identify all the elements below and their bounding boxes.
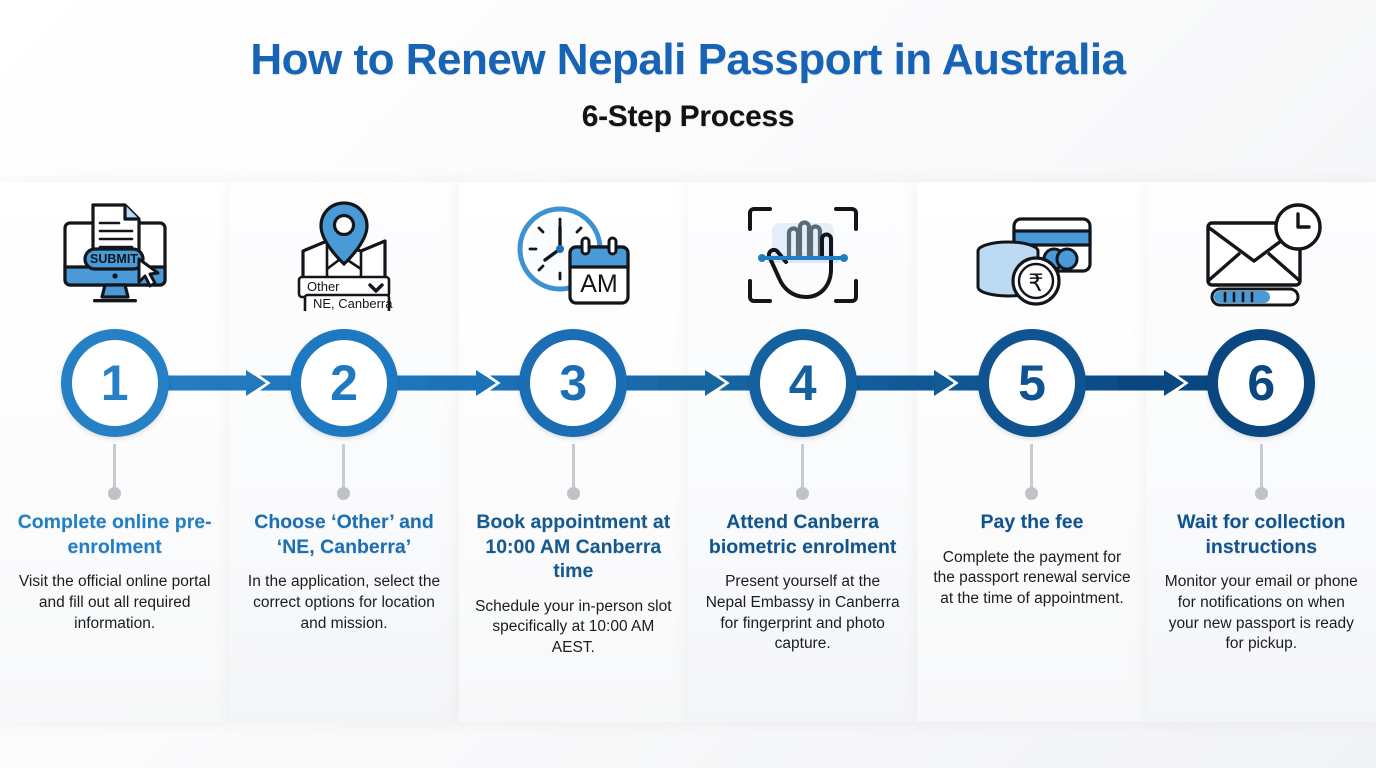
arrowhead-icon-4: [934, 368, 959, 398]
stem-dot: [796, 487, 810, 500]
step-title-2: Choose ‘Other’ and ‘NE, Canberra’: [254, 511, 434, 558]
step-column-2: Other NE, Canberra 2 Choose ‘Other’ and …: [199, 182, 501, 722]
step-number-circle-4[interactable]: 4: [748, 329, 857, 437]
stem-line: [571, 444, 575, 489]
step-text-5: Pay the fee Complete the payment for the…: [917, 504, 1146, 610]
step-text-2: Choose ‘Other’ and ‘NE, Canberra’ In the…: [229, 504, 458, 634]
stem-connector-2: [229, 444, 458, 504]
step-circle-row-1: 1: [0, 322, 271, 444]
step-number-6: 6: [1247, 355, 1276, 411]
chevron-down-icon: [368, 283, 384, 293]
stem-line: [113, 444, 117, 489]
step-column-5: ₹ 5 Pay the fee Complete the payment for…: [887, 182, 1189, 722]
hand-biometric-scan-icon: [688, 182, 917, 322]
step-title-5: Pay the fee: [980, 511, 1084, 533]
step-desc-1: Visit the official online portal and fil…: [18, 573, 211, 632]
step-number-circle-1[interactable]: 1: [60, 329, 169, 437]
calendar-am-label: AM: [581, 270, 619, 298]
step-column-3: AM 3 Book appointment at 10:00 AM Canber…: [428, 182, 730, 722]
step-title-1: Complete online pre-enrolment: [17, 511, 212, 558]
step-circle-row-3: 3: [428, 322, 730, 444]
step-column-6: 6 Wait for collection instructions Monit…: [1116, 182, 1376, 722]
stem-line: [342, 444, 346, 489]
coins-card-payment-icon: ₹: [917, 182, 1146, 322]
monitor-submit-icon: SUBMIT: [0, 182, 229, 322]
step-column-1: SUBMIT 1 Complete online pre-enrolment V…: [0, 182, 271, 722]
stem-connector-5: [917, 444, 1146, 504]
stem-connector-1: [0, 444, 229, 504]
stem-line: [1259, 444, 1263, 489]
step-number-circle-3[interactable]: 3: [519, 329, 628, 437]
page-subtitle: 6-Step Process: [581, 99, 795, 133]
step-column-4: 4 Attend Canberra biometric enrolment Pr…: [657, 182, 959, 722]
step-text-1: Complete online pre-enrolment Visit the …: [0, 504, 229, 634]
rupee-currency-symbol: ₹: [1028, 270, 1043, 297]
step-number-circle-5[interactable]: 5: [977, 329, 1086, 437]
stem-connector-4: [688, 444, 917, 504]
step-circle-row-4: 4: [657, 322, 959, 444]
step-number-2: 2: [330, 355, 358, 411]
stem-dot: [566, 487, 580, 500]
stem-dot: [1025, 487, 1039, 500]
step-circle-row-5: 5: [887, 322, 1189, 444]
process-steps: SUBMIT 1 Complete online pre-enrolment V…: [0, 182, 1376, 722]
stem-line: [1030, 444, 1034, 489]
step-number-circle-6[interactable]: 6: [1207, 329, 1316, 437]
dropdown-selected-value: Other: [307, 279, 340, 294]
step-title-4: Attend Canberra biometric enrolment: [708, 511, 897, 558]
step-title-3: Book appointment at 10:00 AM Canberra ti…: [476, 511, 671, 583]
page-title: How to Renew Nepali Passport in Australi…: [250, 35, 1126, 84]
step-number-1: 1: [100, 355, 129, 411]
step-desc-5: Complete the payment for the passport re…: [933, 548, 1131, 608]
stem-dot: [108, 487, 122, 500]
infographic-header: How to Renew Nepali Passport in Australi…: [0, 0, 1376, 134]
stem-dot: [1254, 487, 1268, 500]
step-title-6: Wait for collection instructions: [1177, 511, 1346, 558]
arrowhead-icon-2: [475, 368, 501, 398]
step-number-3: 3: [559, 355, 588, 411]
step-desc-6: Monitor your email or phone for notifica…: [1164, 573, 1358, 653]
arrowhead-icon-3: [704, 368, 730, 398]
step-circle-row-6: 6: [1116, 322, 1376, 444]
stem-dot: [337, 487, 351, 500]
submit-button-label: SUBMIT: [90, 252, 138, 266]
step-number-circle-2[interactable]: 2: [289, 329, 398, 437]
arrowhead-icon-1: [246, 368, 271, 398]
step-desc-2: In the application, select the correct o…: [247, 573, 441, 632]
envelope-clock-progress-icon: [1147, 182, 1376, 322]
stem-connector-6: [1147, 444, 1376, 504]
stem-connector-3: [459, 444, 688, 504]
step-text-3: Book appointment at 10:00 AM Canberra ti…: [459, 504, 688, 659]
arrowhead-icon-5: [1163, 368, 1189, 398]
step-number-4: 4: [788, 355, 817, 411]
step-desc-3: Schedule your in-person slot specificall…: [475, 597, 672, 657]
step-text-6: Wait for collection instructions Monitor…: [1147, 504, 1376, 655]
step-text-4: Attend Canberra biometric enrolment Pres…: [688, 504, 917, 655]
step-desc-4: Present yourself at the Nepal Embassy in…: [705, 573, 900, 653]
step-number-5: 5: [1018, 355, 1046, 411]
stem-line: [801, 444, 805, 489]
map-pin-dropdown-icon: Other NE, Canberra: [229, 182, 458, 322]
dropdown-option: NE, Canberra: [313, 296, 393, 311]
clock-calendar-icon: AM: [459, 182, 688, 322]
